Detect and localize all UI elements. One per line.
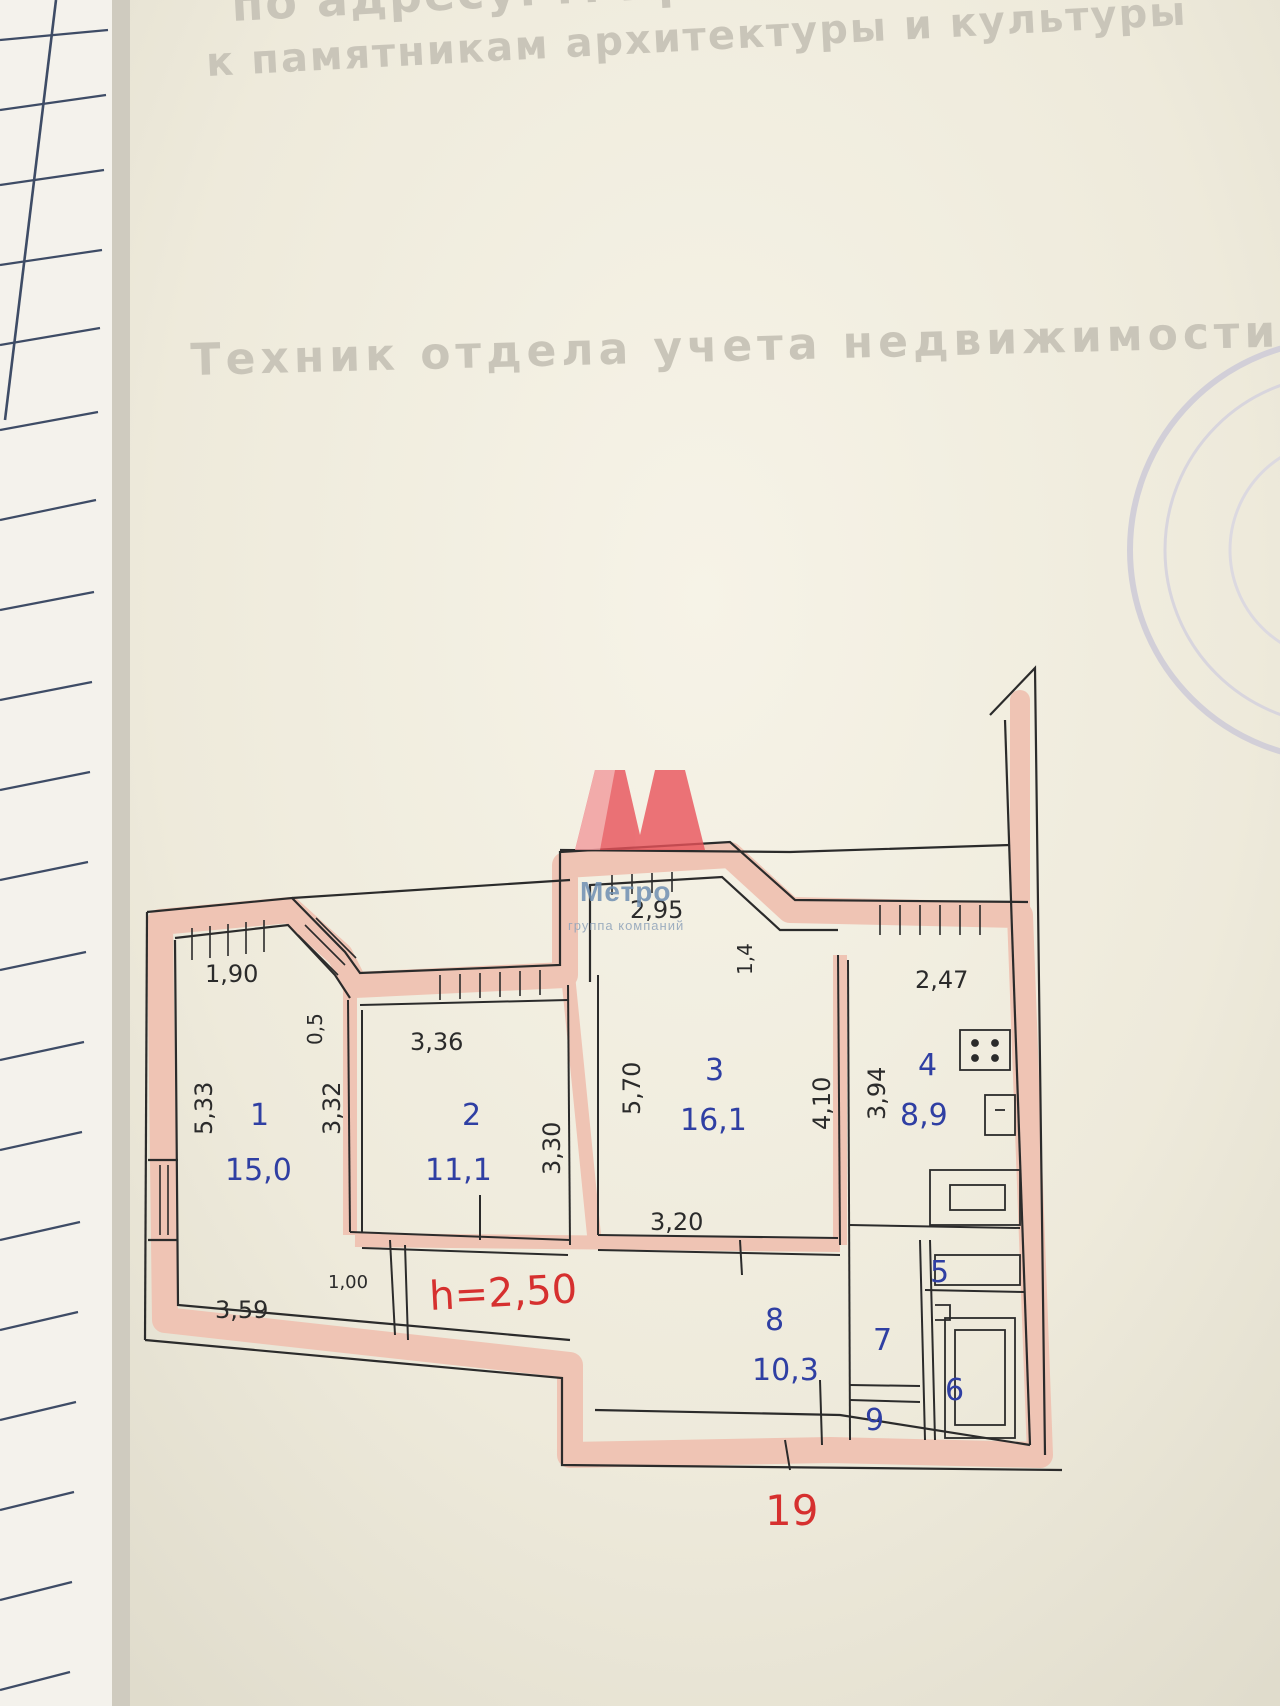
dimension-4-10: 4,10 [808, 1077, 836, 1130]
left-page-lined-sheet [0, 0, 130, 1706]
room-7-number: 7 [873, 1323, 892, 1358]
room-3-number: 3 [705, 1053, 724, 1088]
room-4-area: 8,9 [900, 1098, 948, 1133]
dimension-1-90: 1,90 [205, 960, 258, 988]
logo-name: Метро [580, 876, 672, 907]
dimension-3-32: 3,32 [318, 1082, 346, 1135]
room-3-area: 16,1 [680, 1103, 747, 1138]
metro-logo-icon [575, 770, 705, 850]
dimension-1-4: 1,4 [733, 943, 757, 975]
dimension-2-95: 2,95 [630, 896, 683, 924]
dimension-3-30: 3,30 [538, 1122, 566, 1175]
logo-subtitle: группа компаний [568, 918, 685, 933]
room-1-area: 15,0 [225, 1153, 292, 1188]
dimension-1-00: 1,00 [328, 1272, 368, 1293]
room-8-area: 10,3 [752, 1353, 819, 1388]
apartment-number: 19 [765, 1486, 818, 1535]
dimension-3-36: 3,36 [410, 1028, 463, 1056]
dimension-5-70: 5,70 [618, 1062, 646, 1115]
room-6-number: 6 [945, 1373, 964, 1408]
room-8-number: 8 [765, 1303, 784, 1338]
dimension-3-94: 3,94 [863, 1067, 891, 1120]
dimension-0-5: 0,5 [303, 1013, 327, 1045]
room-2-area: 11,1 [425, 1153, 492, 1188]
room-2-number: 2 [462, 1098, 481, 1133]
official-stamp [1127, 345, 1280, 755]
ceiling-height: h=2,50 [428, 1266, 578, 1320]
room-9-number: 9 [865, 1403, 884, 1438]
dimension-2-47: 2,47 [915, 966, 968, 994]
dimension-3-59: 3,59 [215, 1296, 268, 1324]
room-1-number: 1 [250, 1098, 269, 1133]
dimension-5-33: 5,33 [190, 1082, 218, 1135]
room-4-number: 4 [918, 1048, 937, 1083]
room-5-number: 5 [930, 1255, 949, 1290]
dimension-3-20: 3,20 [650, 1208, 703, 1236]
